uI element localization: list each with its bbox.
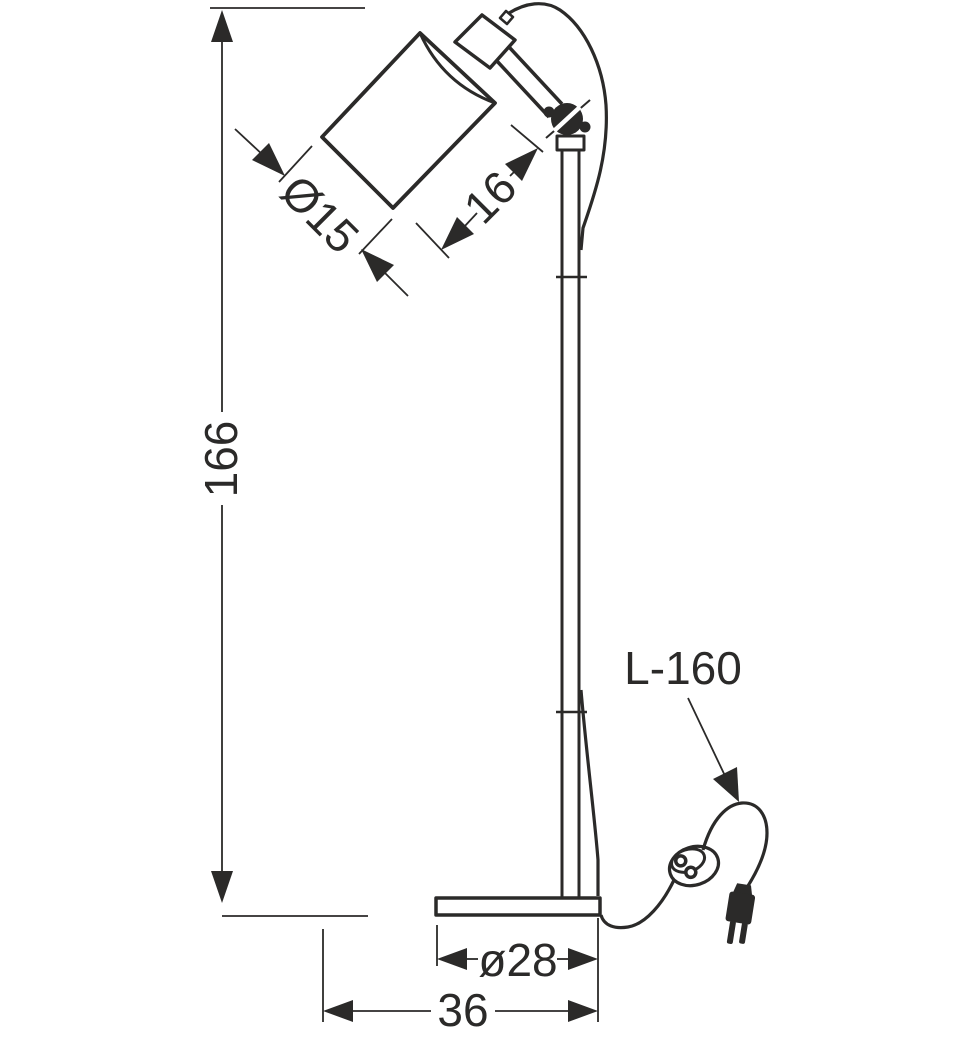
plug-prong-right bbox=[739, 922, 748, 944]
power-cord-to-switch bbox=[599, 879, 676, 930]
arrow-sw bbox=[441, 217, 474, 250]
leader-se bbox=[383, 271, 409, 297]
cable-length-label: L-160 bbox=[624, 642, 742, 694]
lamp-base bbox=[434, 896, 602, 917]
arrow-down bbox=[211, 871, 233, 903]
cord-grommet bbox=[498, 9, 515, 26]
dimension-annotations bbox=[210, 7, 739, 1022]
dimension-base-diameter-28 bbox=[436, 918, 599, 1022]
leader-arrow bbox=[713, 767, 739, 802]
floor-lamp bbox=[320, 2, 769, 944]
dimension-shade-diameter-15 bbox=[234, 128, 409, 297]
dimension-height-166 bbox=[210, 7, 368, 917]
lamp-arm-lower-edge bbox=[494, 58, 551, 119]
leader-nw bbox=[234, 128, 265, 157]
power-cord-loop bbox=[701, 801, 769, 890]
dimension-cable-length-l160 bbox=[687, 697, 739, 802]
dimension-overall-width-36 bbox=[322, 929, 598, 1022]
foot-switch-screw-top bbox=[674, 854, 688, 868]
plug-prong-left bbox=[726, 920, 736, 944]
arrow-left bbox=[323, 1000, 353, 1022]
lamp-socket bbox=[453, 13, 517, 70]
overall-width-dimension-label: 36 bbox=[437, 984, 489, 1036]
power-cord-upper bbox=[505, 2, 608, 251]
foot-switch-screw-bottom bbox=[684, 865, 698, 880]
power-plug bbox=[725, 883, 756, 944]
height-dimension-label: 166 bbox=[195, 420, 247, 498]
lamp-arm-upper-edge bbox=[507, 45, 564, 106]
arrow-nw bbox=[361, 249, 394, 282]
arrow-up bbox=[211, 10, 233, 42]
lamp-shade-cap-rim bbox=[418, 32, 496, 105]
leader-line bbox=[687, 697, 728, 781]
joint-wing-right bbox=[579, 121, 591, 133]
foot-switch bbox=[667, 844, 721, 888]
ext-line-sw bbox=[415, 222, 450, 259]
joint-screw-slot bbox=[552, 105, 582, 133]
plug-body bbox=[725, 891, 756, 925]
lamp-pole bbox=[560, 148, 581, 901]
arrow-ne bbox=[505, 148, 538, 181]
arrow-right bbox=[568, 948, 598, 970]
arrow-right bbox=[568, 1000, 598, 1022]
arrow-se bbox=[252, 143, 285, 176]
dimension-shade-length-16 bbox=[415, 124, 544, 259]
ext-line-near bbox=[278, 145, 313, 183]
arrow-left bbox=[437, 948, 467, 970]
base-diameter-dimension-label: ø28 bbox=[478, 934, 558, 986]
power-cord-lower bbox=[579, 689, 600, 896]
dim-stub-sw bbox=[463, 212, 478, 228]
pole-collar bbox=[555, 134, 586, 152]
ext-line-far bbox=[358, 218, 393, 255]
ext-line-ne bbox=[510, 124, 544, 153]
